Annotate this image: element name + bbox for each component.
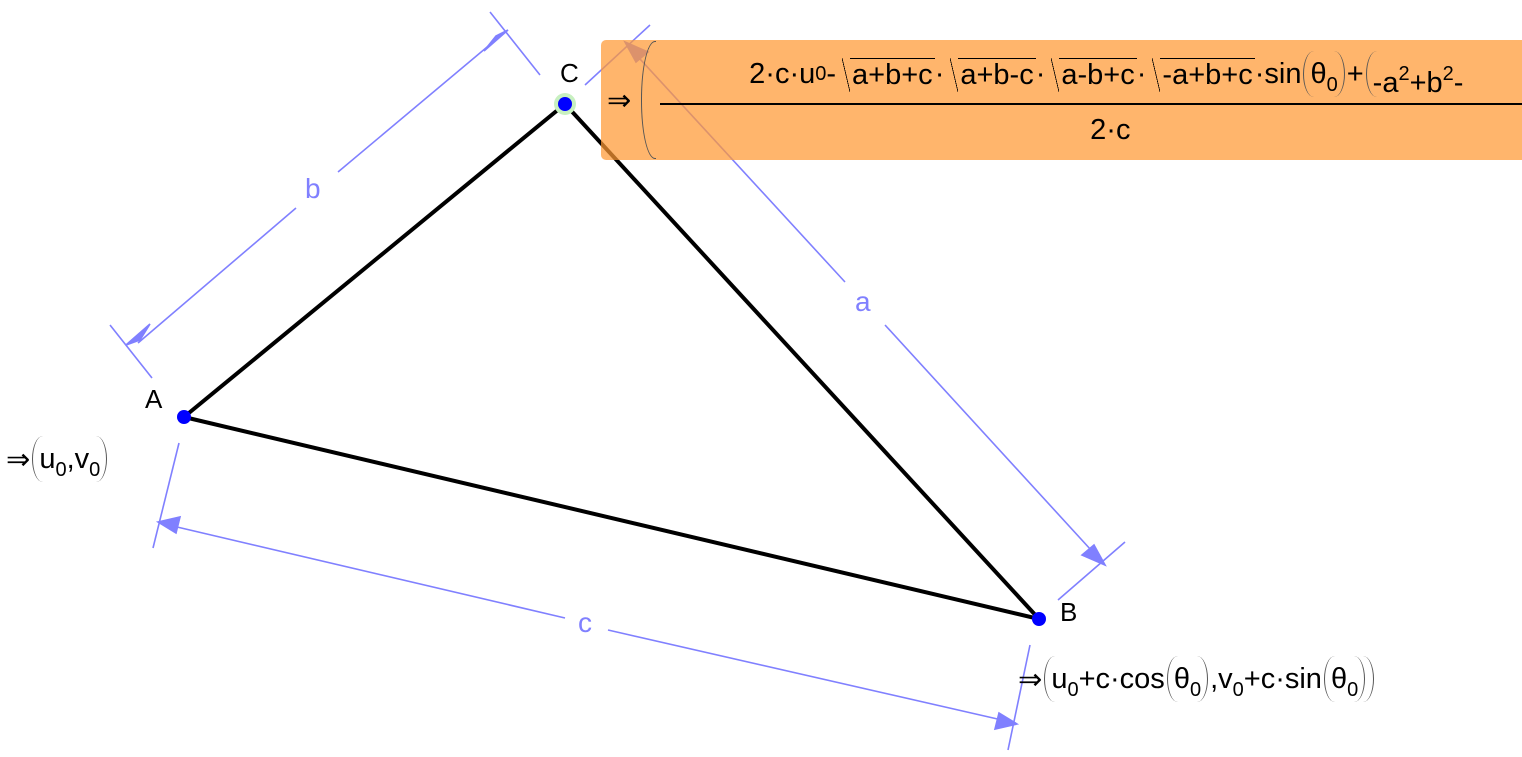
side-c <box>183 415 1040 621</box>
math-text: · <box>1035 57 1046 90</box>
subscript: 0 <box>815 62 827 85</box>
dimension-b-arrow-c <box>483 29 509 52</box>
point-c-label: C <box>560 58 579 88</box>
parenthesis-group: θ0 <box>1166 656 1209 702</box>
dimension-b-line-2 <box>337 31 506 173</box>
math-text: θ <box>1173 663 1190 695</box>
math-text: ⇒ <box>1018 663 1043 696</box>
dimension-b-extension-c <box>489 11 541 76</box>
dimension-c-line-1 <box>159 522 566 619</box>
math-text: ,v <box>66 443 90 475</box>
math-text: θ <box>1330 663 1348 695</box>
dimension-a-line-2 <box>884 324 1103 563</box>
point-a-label: A <box>145 384 163 414</box>
math-text: -a <box>1372 67 1399 100</box>
dimension-c-arrow-b <box>993 711 1020 731</box>
square-root: -a+b+c <box>1146 57 1255 92</box>
formula-c-denominator: 2·c <box>1090 113 1131 146</box>
math-text: 2·c·u <box>749 57 816 90</box>
parenthesis-group: θ0 <box>1323 656 1366 702</box>
math-text: θ <box>1310 58 1327 91</box>
math-text: +c·cos <box>1078 663 1165 695</box>
side-a <box>563 102 1041 621</box>
math-text: u <box>1051 663 1068 695</box>
math-text: u <box>39 443 56 475</box>
dimension-b-line-1 <box>137 207 297 344</box>
side-b <box>182 102 567 419</box>
dimension-c-arrow-a <box>155 515 182 535</box>
dimension-c-line-2 <box>607 629 1016 724</box>
math-text: + <box>1346 57 1364 90</box>
dimension-c-extension-b <box>1007 644 1031 751</box>
dimension-b-arrow-a <box>125 323 151 346</box>
subscript: 0 <box>55 459 67 481</box>
dimension-b-label: b <box>305 173 321 204</box>
dimension-a-arrow-b <box>1080 543 1107 567</box>
point-c[interactable] <box>558 97 572 111</box>
math-text: ⇒ <box>6 443 31 476</box>
point-a[interactable] <box>177 410 191 424</box>
math-text: ·sin <box>1254 57 1302 90</box>
parenthesis-group: -a2+b2- <box>1365 51 1470 100</box>
math-text: +b <box>1409 67 1443 100</box>
subscript: 0 <box>1232 679 1244 701</box>
superscript: 2 <box>1398 63 1410 86</box>
math-text: +c·sin <box>1243 663 1322 695</box>
subscript: 0 <box>1347 679 1359 701</box>
point-b-label: B <box>1060 597 1078 627</box>
formula-a: ⇒ u0,v0 <box>6 436 109 482</box>
square-root: a+b-c <box>944 57 1036 92</box>
subscript: 0 <box>1189 679 1202 701</box>
dimension-c-label: c <box>578 607 592 638</box>
point-b[interactable] <box>1032 612 1046 626</box>
dimension-b-extension-a <box>109 324 153 379</box>
dimension-a-extension-b <box>1057 541 1126 601</box>
open-paren <box>641 41 657 159</box>
square-root: a+b+c <box>836 57 935 92</box>
parenthesis-group: u0,v0 <box>32 436 108 482</box>
subscript: 0 <box>89 459 101 481</box>
math-text: · <box>1136 57 1147 90</box>
math-text: · <box>934 57 945 90</box>
implies-arrow: ⇒ <box>607 84 632 117</box>
superscript: 2 <box>1442 63 1454 86</box>
subscript: 0 <box>1326 74 1338 97</box>
math-text: ,v <box>1210 663 1233 695</box>
fraction-bar <box>660 103 1522 105</box>
math-text: - <box>826 57 837 90</box>
math-text: - <box>1453 67 1464 100</box>
dimension-c-extension-a <box>152 442 180 549</box>
subscript: 0 <box>1067 679 1079 701</box>
dimension-a-label: a <box>855 286 871 317</box>
parenthesis-group: θ0 <box>1303 51 1345 98</box>
square-root: a-b+c <box>1045 57 1137 92</box>
